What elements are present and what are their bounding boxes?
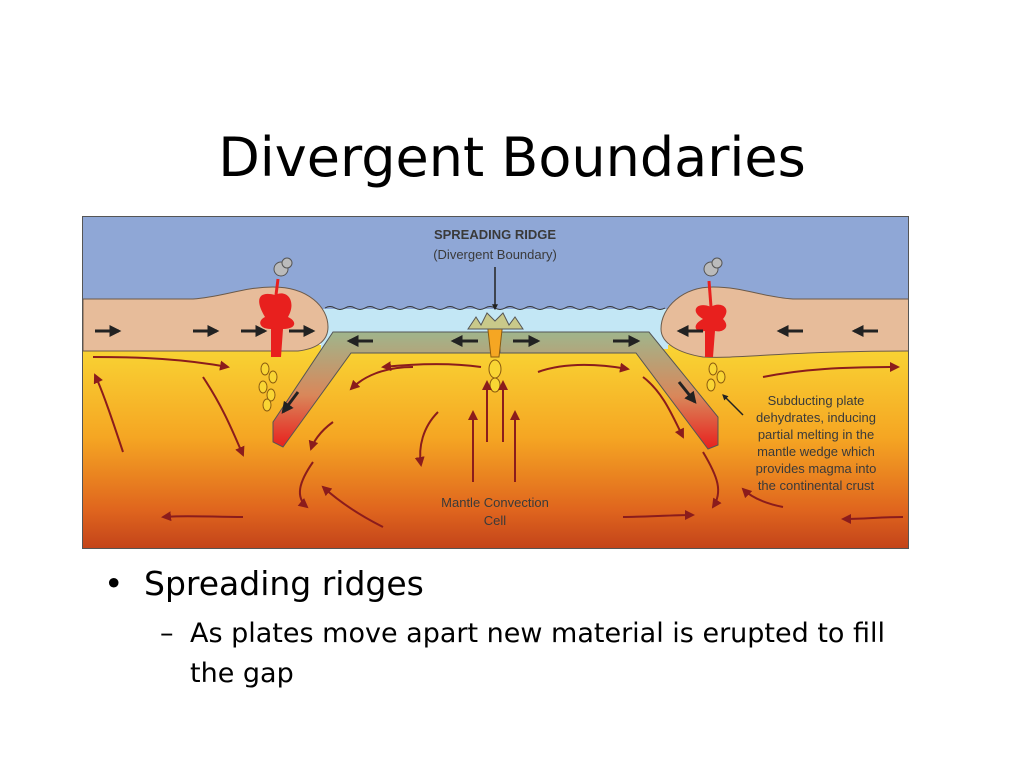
label-convection-2: Cell <box>484 513 507 528</box>
bullet-list: • Spreading ridges – As plates move apar… <box>104 560 984 694</box>
label-subduct-3: partial melting in the <box>758 427 874 442</box>
ash-cloud-right-2 <box>711 257 723 269</box>
volcano-vent-right <box>707 280 713 308</box>
ridge-drop-2 <box>489 377 501 393</box>
magma-drops-right <box>706 362 726 392</box>
label-subduct-2: dehydrates, inducing <box>756 410 876 425</box>
sub-bullet-text: As plates move apart new material is eru… <box>190 618 886 689</box>
label-subduct-5: provides magma into <box>756 461 877 476</box>
volcano-magma-left <box>259 293 295 357</box>
ridge-peaks <box>467 312 524 330</box>
magma-drops-left <box>258 362 278 412</box>
label-subduct-4: mantle wedge which <box>757 444 875 459</box>
label-divergent-boundary: (Divergent Boundary) <box>433 247 557 262</box>
oceanic-plate-right <box>499 331 719 450</box>
label-spreading-ridge: SPREADING RIDGE <box>434 227 556 242</box>
bullet-text: Spreading ridges <box>144 564 424 603</box>
bullet-mark: • <box>104 564 124 603</box>
convection-arrows <box>92 356 904 528</box>
slide-title: Divergent Boundaries <box>218 126 806 189</box>
volcano-magma-right <box>695 304 727 357</box>
label-convection-1: Mantle Convection <box>441 495 549 510</box>
label-subduct-1: Subducting plate <box>768 393 865 408</box>
subduct-pointer <box>722 394 744 416</box>
plate-motion-arrows <box>95 325 878 414</box>
tectonic-diagram: SPREADING RIDGE (Divergent Boundary) Man… <box>82 216 909 549</box>
continental-crust-right <box>660 286 908 358</box>
sub-bullet-item: – As plates move apart new material is e… <box>160 614 890 694</box>
ash-cloud-left-2 <box>281 257 293 269</box>
bullet-item: • Spreading ridges <box>104 560 984 608</box>
volcano-vent-left <box>274 278 280 296</box>
sub-bullet-mark: – <box>160 618 174 649</box>
label-subduct-6: the continental crust <box>758 478 875 493</box>
ridge-drop-1 <box>488 359 502 379</box>
